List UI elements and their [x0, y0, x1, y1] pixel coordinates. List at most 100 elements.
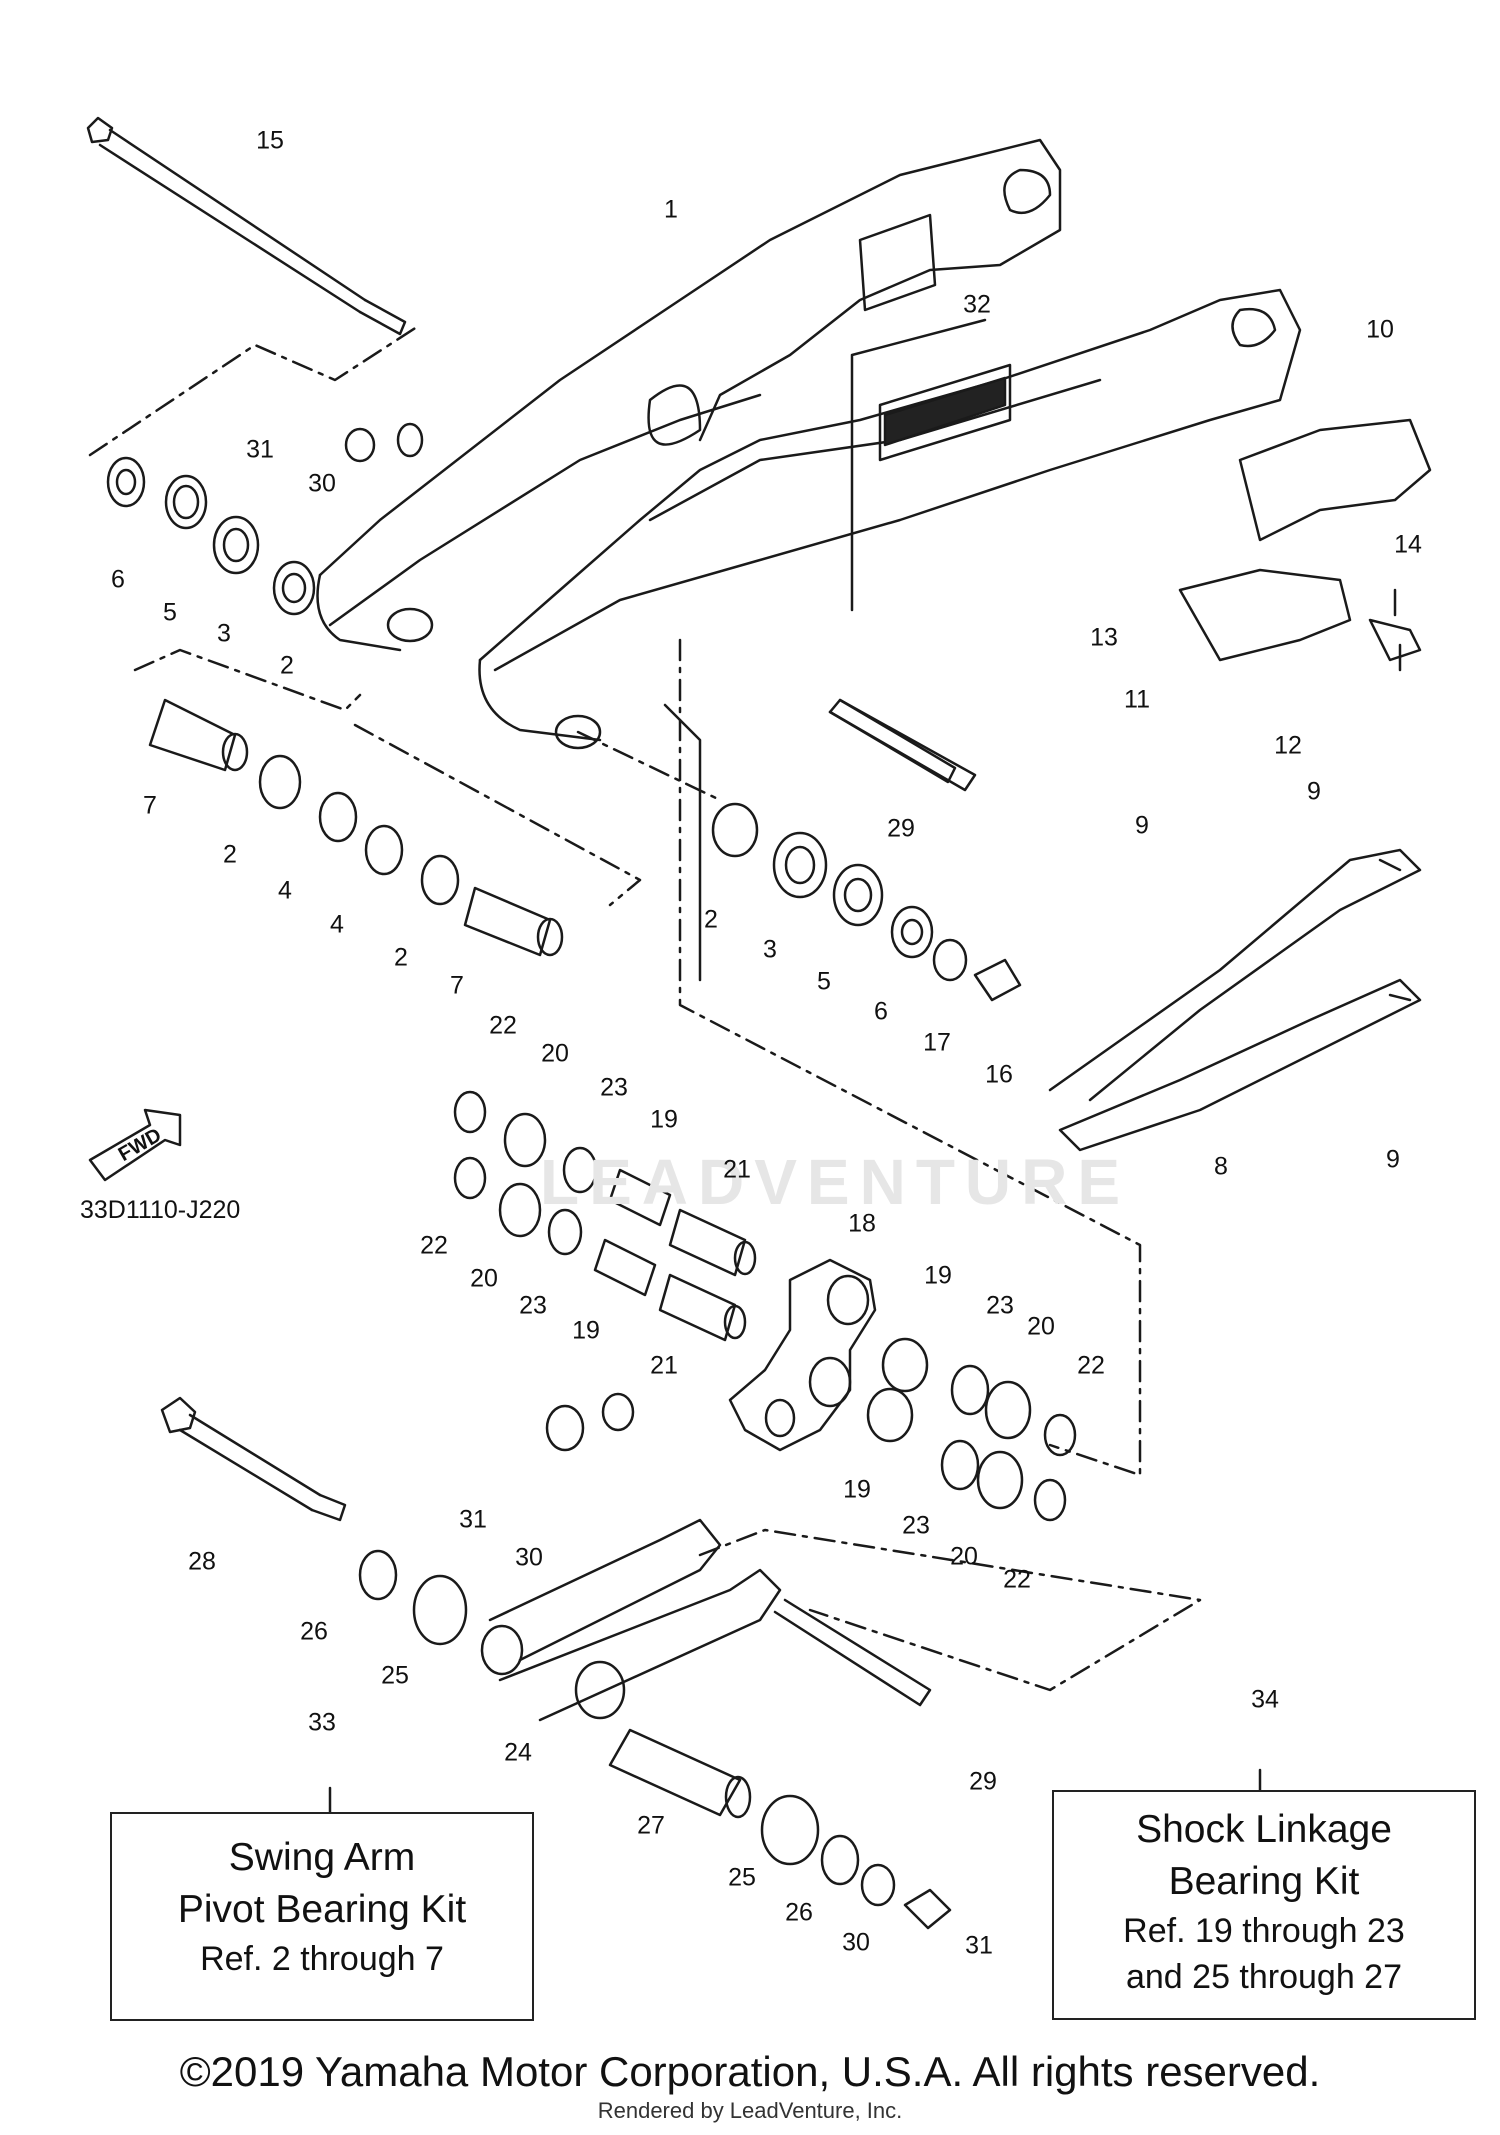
- callout: 30: [515, 1543, 543, 1572]
- pivot-bearings-left: [106, 422, 424, 616]
- callout: 7: [143, 791, 157, 820]
- callout: 28: [188, 1547, 216, 1576]
- callout: 4: [278, 876, 292, 905]
- swing-arm: [316, 138, 1302, 982]
- linkage-rod-upper: [828, 698, 957, 784]
- fwd-arrow-icon: [88, 1108, 182, 1182]
- kit-box-shock-linkage: Shock Linkage Bearing Kit Ref. 19 throug…: [1052, 1790, 1476, 2020]
- callout: 9: [1307, 777, 1321, 806]
- leader-pivot: [133, 648, 642, 907]
- callout: 2: [394, 943, 408, 972]
- chain-slider: [1048, 848, 1422, 1152]
- callout: 26: [785, 1898, 813, 1927]
- callout: 5: [817, 967, 831, 996]
- callout: 14: [1394, 530, 1422, 559]
- callout: 2: [223, 840, 237, 869]
- callout: 6: [874, 997, 888, 1026]
- callout: 22: [420, 1231, 448, 1260]
- relay-arm: [728, 1258, 877, 1452]
- callout: 29: [969, 1767, 997, 1796]
- callout: 21: [650, 1351, 678, 1380]
- callout: 29: [887, 814, 915, 843]
- callout: 15: [256, 126, 284, 155]
- lower-collars: [608, 1728, 952, 1930]
- callout: 22: [1077, 1351, 1105, 1380]
- leader-linkage: [678, 638, 1142, 1477]
- callout: 3: [217, 619, 231, 648]
- kit-ref-line1: Ref. 19 through 23: [1123, 1912, 1405, 1950]
- leader-axle: [88, 323, 422, 457]
- callout: 31: [965, 1931, 993, 1960]
- callout: 10: [1366, 315, 1394, 344]
- linkage-rod-lower: [773, 1598, 932, 1707]
- callout: 9: [1135, 811, 1149, 840]
- leader-rod: [698, 1528, 1202, 1692]
- kit-number: 33: [308, 1708, 336, 1737]
- watermark: LEADVENTURE: [540, 1146, 1131, 1218]
- callout: 20: [1027, 1312, 1055, 1341]
- callout: 3: [763, 935, 777, 964]
- callout: 19: [572, 1316, 600, 1345]
- copyright: ©2019 Yamaha Motor Corporation, U.S.A. A…: [179, 2048, 1321, 2095]
- callout: 22: [1003, 1565, 1031, 1594]
- connecting-rod: [480, 1518, 782, 1722]
- callout: 13: [1090, 623, 1118, 652]
- callout: 27: [637, 1811, 665, 1840]
- callout: 31: [246, 435, 274, 464]
- linkage-bearings-right: [866, 1337, 1077, 1522]
- callout: 26: [300, 1617, 328, 1646]
- pivot-collars: [148, 698, 564, 957]
- callout: 23: [600, 1073, 628, 1102]
- pivot-shaft: [86, 116, 407, 336]
- callout: 25: [381, 1661, 409, 1690]
- kit-title-line2: Pivot Bearing Kit: [177, 1888, 467, 1931]
- callout: 24: [504, 1738, 532, 1767]
- callout: 32: [963, 290, 991, 319]
- lower-bolt: [160, 1396, 347, 1522]
- chain-guide: [1178, 418, 1432, 672]
- linkage-bearings: [453, 1090, 757, 1342]
- callout: 25: [728, 1863, 756, 1892]
- callout: 11: [1124, 685, 1150, 714]
- callout: 18: [848, 1209, 876, 1238]
- callout: 23: [519, 1291, 547, 1320]
- warning-label: [850, 318, 1012, 612]
- callout: 31: [459, 1505, 487, 1534]
- pivot-bearings-right: [711, 698, 1022, 1002]
- callout: 2: [704, 905, 718, 934]
- rendered-by: Rendered by LeadVenture, Inc.: [597, 2098, 903, 2123]
- callout: 7: [450, 971, 464, 1000]
- callout: 30: [308, 469, 336, 498]
- callout: 19: [650, 1105, 678, 1134]
- callout: 9: [1386, 1145, 1400, 1174]
- kit-title-line1: Swing Arm: [228, 1836, 416, 1879]
- leader-pivot-right: [576, 730, 722, 802]
- part-code: 33D1110-J220: [80, 1196, 241, 1224]
- callout: 20: [470, 1264, 498, 1293]
- callout: 20: [541, 1039, 569, 1068]
- kit-ref-line2: and 25 through 27: [1125, 1958, 1403, 1996]
- kit-number: 34: [1251, 1685, 1279, 1714]
- callout: 23: [986, 1291, 1014, 1320]
- callout: 30: [842, 1928, 870, 1957]
- callout: 12: [1274, 731, 1302, 760]
- kit-ref-line1: Ref. 2 through 7: [200, 1940, 444, 1978]
- callout: 5: [163, 598, 177, 627]
- callout: 20: [950, 1542, 978, 1571]
- callout: 16: [985, 1060, 1013, 1089]
- callout: 4: [330, 910, 344, 939]
- callout: 19: [924, 1261, 952, 1290]
- callout: 17: [923, 1028, 951, 1057]
- callout: 21: [723, 1155, 751, 1184]
- callout: 1: [664, 195, 678, 224]
- lower-washers: [358, 1392, 635, 1646]
- kit-box-swing-arm: Swing Arm Pivot Bearing Kit Ref. 2 throu…: [110, 1812, 534, 2021]
- kit-title-line2: Bearing Kit: [1168, 1860, 1360, 1903]
- callout: 8: [1214, 1152, 1228, 1181]
- callout: 23: [902, 1511, 930, 1540]
- callout: 6: [111, 565, 125, 594]
- callout: 22: [489, 1011, 517, 1040]
- kit-title-line1: Shock Linkage: [1136, 1808, 1392, 1851]
- callout: 19: [843, 1475, 871, 1504]
